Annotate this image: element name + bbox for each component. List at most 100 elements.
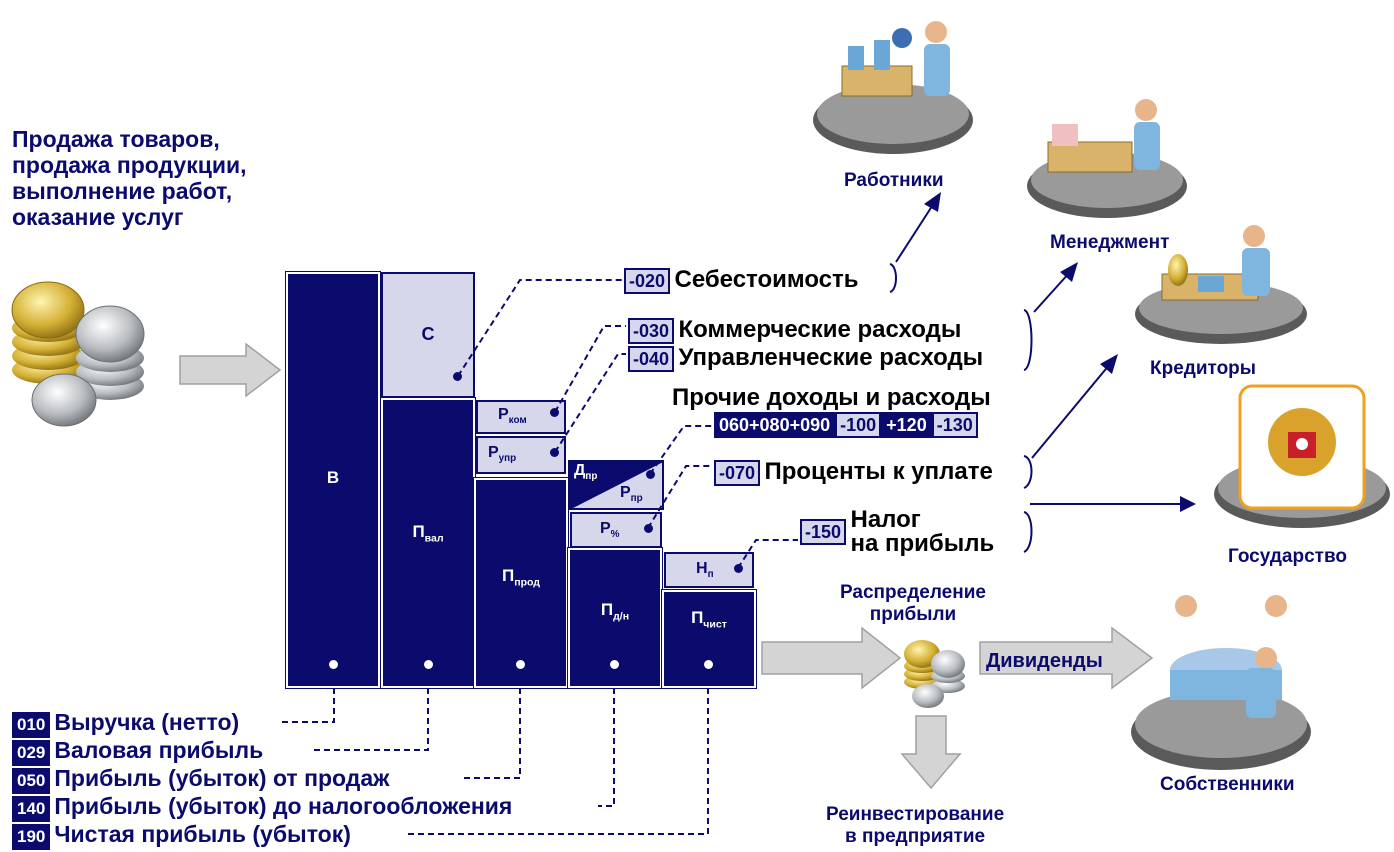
box-management-dot bbox=[550, 448, 559, 457]
bar-net-profit-sub: чист bbox=[703, 618, 727, 631]
distribution-arrows bbox=[761, 626, 1154, 790]
box-other-income-sub: пр bbox=[585, 471, 598, 483]
bar-gross-profit-base: П bbox=[412, 522, 425, 541]
owners-icon bbox=[1131, 595, 1311, 770]
reinvest-label: Реинвестирование в предприятие bbox=[826, 804, 1004, 848]
box-management-base: Р bbox=[488, 444, 499, 461]
other-code-2: -100 bbox=[835, 412, 882, 438]
label-tax-line1: Налог bbox=[850, 506, 921, 533]
box-tax-base: Н bbox=[696, 560, 708, 577]
bar-gross-profit-label: Пвал bbox=[381, 522, 475, 544]
creditors-label: Кредиторы bbox=[1150, 358, 1257, 379]
intro-line: выполнение работ, bbox=[12, 178, 233, 204]
box-tax-label: Нп bbox=[696, 560, 714, 580]
bottom-text: Прибыль (убыток) до налогообложения bbox=[54, 793, 513, 819]
label-interest-text: Проценты к уплате bbox=[764, 458, 993, 485]
label-cost-code: -020 bbox=[624, 268, 671, 294]
box-commercial-dot bbox=[550, 408, 559, 417]
reinvest-line2: в предприятие bbox=[845, 826, 986, 847]
workers-label: Работники bbox=[844, 170, 944, 191]
bottom-text: Валовая прибыль bbox=[54, 737, 264, 763]
coins-icon bbox=[11, 281, 145, 427]
box-tax-sub: п bbox=[707, 569, 714, 581]
label-tax: -150 Налог на прибыль bbox=[800, 508, 994, 556]
label-cost-text: Себестоимость bbox=[674, 266, 859, 293]
box-commercial-base: Р bbox=[498, 406, 509, 423]
label-tax-line2: на прибыль bbox=[850, 530, 995, 557]
box-commercial-label: Рком bbox=[498, 406, 527, 426]
input-arrow-icon bbox=[179, 342, 282, 398]
bar-net-profit-dot bbox=[704, 660, 713, 669]
bar-gross-profit bbox=[380, 397, 476, 689]
bar-gross-profit-sub: вал bbox=[424, 532, 444, 545]
label-commercial-code: -030 bbox=[628, 318, 675, 344]
owners-label: Собственники bbox=[1160, 774, 1295, 795]
box-commercial bbox=[476, 400, 566, 434]
distribution-line2: прибыли bbox=[869, 604, 957, 625]
bottom-code: 010 bbox=[12, 712, 51, 738]
box-interest-base: Р bbox=[600, 520, 611, 537]
management-label: Менеджмент bbox=[1050, 232, 1170, 253]
state-label: Государство bbox=[1228, 546, 1347, 567]
other-code-4: -130 bbox=[931, 412, 978, 438]
label-commercial: -030 Коммерческие расходы bbox=[628, 316, 961, 344]
label-management: -040 Управленческие расходы bbox=[628, 344, 983, 372]
bar-net-profit-base: П bbox=[691, 608, 704, 627]
intro-line: Продажа товаров, bbox=[12, 126, 220, 152]
box-other-expense-base: Р bbox=[620, 484, 631, 501]
intro-line: оказание услуг bbox=[12, 204, 184, 230]
bar-net-profit bbox=[661, 589, 757, 689]
dividends-label: Дивиденды bbox=[986, 650, 1103, 672]
bar-revenue-label: В bbox=[326, 468, 340, 487]
box-interest-sub: % bbox=[610, 529, 620, 541]
box-commercial-sub: ком bbox=[508, 415, 527, 427]
box-other-income-label: Дпр bbox=[574, 462, 597, 482]
bar-gross-profit-dot bbox=[424, 660, 433, 669]
box-management-label: Рупр bbox=[488, 444, 516, 464]
box-other-dot bbox=[646, 470, 655, 479]
intro-text: Продажа товаров, продажа продукции, выпо… bbox=[12, 126, 247, 230]
bar-pretax-profit-sub: д/н bbox=[613, 610, 630, 623]
intro-line: продажа продукции, bbox=[12, 152, 247, 178]
bar-pretax-profit-label: Пд/н bbox=[568, 600, 662, 622]
label-management-code: -040 bbox=[628, 346, 675, 372]
label-commercial-text: Коммерческие расходы bbox=[678, 316, 962, 343]
bar-sales-profit-label: Ппрод bbox=[474, 566, 568, 588]
bar-sales-profit-sub: прод bbox=[514, 576, 540, 589]
box-management-sub: упр bbox=[498, 453, 517, 465]
bottom-code: 029 bbox=[12, 740, 51, 766]
label-cost: -020 Себестоимость bbox=[624, 266, 859, 294]
distribution-line1: Распределение bbox=[840, 582, 986, 603]
label-other-codes: 060+080+090-100+120-130 bbox=[714, 412, 978, 438]
state-icon bbox=[1214, 384, 1390, 528]
bottom-text: Прибыль (убыток) от продаж bbox=[54, 765, 390, 791]
bar-revenue-dot bbox=[329, 660, 338, 669]
box-tax bbox=[664, 552, 754, 588]
other-code-3: +120 bbox=[881, 412, 932, 438]
label-interest-code: -070 bbox=[714, 460, 761, 486]
distribution-coins-icon bbox=[904, 640, 965, 708]
label-tax-code: -150 bbox=[800, 519, 847, 545]
creditors-icon bbox=[1135, 225, 1307, 344]
bar-revenue bbox=[285, 271, 381, 689]
workers-icon bbox=[813, 21, 973, 154]
box-cost-label: С bbox=[421, 324, 435, 344]
box-interest-label: Р% bbox=[600, 520, 619, 540]
bottom-code: 140 bbox=[12, 796, 51, 822]
bar-sales-profit bbox=[473, 477, 569, 689]
bottom-code: 190 bbox=[12, 824, 51, 850]
bottom-code: 050 bbox=[12, 768, 51, 794]
bar-pretax-profit-dot bbox=[610, 660, 619, 669]
box-other-split bbox=[568, 460, 664, 510]
distribution-label: Распределение прибыли bbox=[840, 582, 986, 626]
bar-pretax-profit bbox=[567, 547, 663, 689]
bar-net-profit-label: Пчист bbox=[662, 608, 756, 630]
other-code-1: 060+080+090 bbox=[714, 412, 836, 438]
